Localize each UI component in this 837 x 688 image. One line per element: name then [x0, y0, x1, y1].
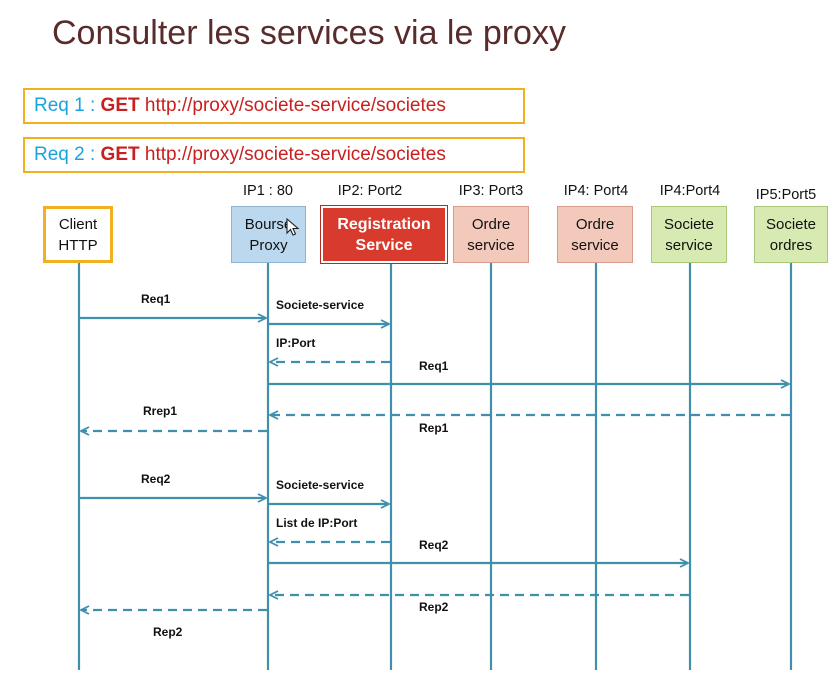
- request-2-url: http://proxy/societe-service/societes: [139, 144, 446, 165]
- message-label: Societe-service: [276, 478, 365, 492]
- message-label: Req2: [141, 472, 171, 486]
- actor-line2: Service: [355, 236, 413, 254]
- actor-registration-service: Registration Service: [320, 205, 448, 264]
- request-1-label: Req 1 :: [34, 95, 101, 116]
- mouse-cursor-icon: [286, 218, 300, 236]
- actor-line1: Registration: [337, 215, 431, 233]
- actor-ordre-service-3: Ordre service: [453, 206, 529, 263]
- request-2-box: Req 2 : GET http://proxy/societe-service…: [23, 137, 525, 173]
- actor-address: IP3: Port3: [458, 183, 524, 199]
- actor-line1: Ordre: [471, 215, 511, 233]
- actor-societe-ordres: Societe ordres: [754, 206, 828, 263]
- message-label: Req2: [419, 538, 449, 552]
- message-label: Rep2: [419, 600, 449, 614]
- message-label: Rep2: [153, 625, 183, 639]
- request-1-box: Req 1 : GET http://proxy/societe-service…: [23, 88, 525, 124]
- message-label: IP:Port: [276, 336, 316, 350]
- message-label: Rrep1: [143, 404, 178, 418]
- actor-line1: Ordre: [575, 215, 615, 233]
- request-1-url: http://proxy/societe-service/societes: [139, 95, 446, 116]
- actor-address: IP4: Port4: [563, 183, 629, 199]
- actor-address: IP5:Port5: [755, 187, 817, 203]
- actor-line2: Proxy: [249, 236, 288, 254]
- actor-line2: service: [665, 236, 713, 254]
- actor-line1: Client: [58, 215, 98, 233]
- actor-line2: service: [467, 236, 515, 254]
- actor-line1: Bourse: [244, 215, 293, 233]
- actor-line2: HTTP: [58, 236, 98, 254]
- actor-line2: service: [571, 236, 619, 254]
- actor-line1: Societe: [663, 215, 715, 233]
- message-label: Req1: [141, 292, 171, 306]
- actor-address: IP4:Port4: [659, 183, 721, 199]
- slide-title: Consulter les services via le proxy: [52, 14, 566, 52]
- actor-ordre-service-4: Ordre service: [557, 206, 633, 263]
- actor-line1: Societe: [765, 215, 817, 233]
- request-2-method: GET: [100, 144, 140, 165]
- message-label: List de IP:Port: [276, 516, 358, 530]
- actor-line2: ordres: [769, 236, 813, 254]
- message-label: Societe-service: [276, 298, 365, 312]
- message-label: Req1: [419, 359, 449, 373]
- message-label: Rep1: [419, 421, 449, 435]
- actor-societe-service: Societe service: [651, 206, 727, 263]
- request-2-label: Req 2 :: [34, 144, 101, 165]
- actor-address: IP1 : 80: [243, 183, 293, 199]
- actor-address: IP2: Port2: [337, 183, 403, 199]
- request-1-method: GET: [100, 95, 140, 116]
- actor-client-http: Client HTTP: [43, 206, 113, 263]
